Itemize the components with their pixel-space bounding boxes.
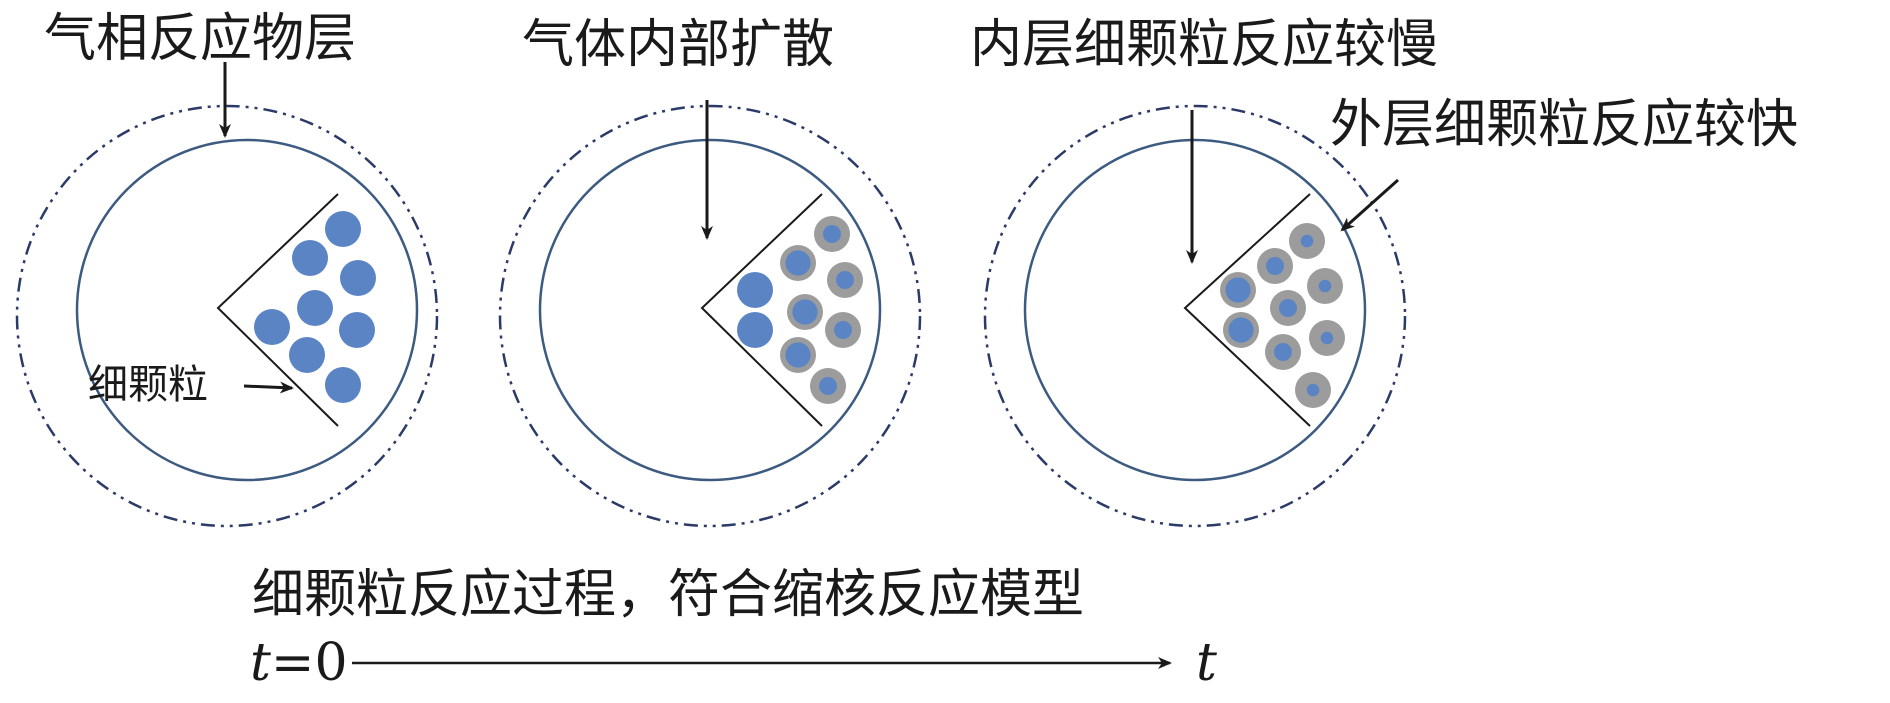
- gas-boundary-ring: [498, 104, 922, 528]
- fine-particle: [325, 367, 361, 403]
- caption-shrinking-core: 细颗粒反应过程，符合缩核反应模型: [252, 565, 1084, 625]
- fine-particle-unreacted-core: [1300, 234, 1314, 248]
- fine-particle-unreacted-core: [1318, 279, 1332, 293]
- fine-particle-unreacted-core: [1274, 343, 1292, 361]
- fine-particle: [292, 240, 328, 276]
- arrow-outer-fast: [1340, 178, 1399, 232]
- particle-group-stage-2: [737, 216, 863, 404]
- fine-particle-unreacted-core: [823, 225, 841, 243]
- fine-particle: [297, 290, 333, 326]
- fine-particle: [340, 260, 376, 296]
- pellet-stage-3: [983, 104, 1407, 528]
- fine-particle-unreacted-core: [1228, 317, 1254, 343]
- time-start-val: 0: [314, 633, 347, 693]
- gas-boundary-ring: [15, 104, 439, 528]
- pellet-outline: [538, 138, 882, 482]
- fine-particle: [737, 272, 773, 308]
- time-axis-start: t=0: [250, 633, 348, 693]
- fine-particle-unreacted-core: [785, 250, 811, 276]
- label-gas-internal-diffusion: 气体内部扩散: [522, 15, 834, 75]
- fine-particle-unreacted-core: [1306, 383, 1320, 397]
- fine-particle-unreacted-core: [1266, 257, 1284, 275]
- pellet-sector-wedge: [216, 193, 339, 427]
- label-gas-reactant-layer: 气相反应物层: [44, 9, 356, 69]
- particle-group-stage-1: [254, 211, 376, 403]
- fine-particle: [289, 337, 325, 373]
- pellet-sector-wedge: [1183, 193, 1311, 427]
- fine-particle: [339, 312, 375, 348]
- fine-particle: [737, 312, 773, 348]
- pellet-stage-2: [498, 104, 922, 528]
- label-inner-particles-slow: 内层细颗粒反应较慢: [970, 15, 1438, 75]
- pellet-sector-wedge: [700, 193, 823, 427]
- time-end-var: t: [1196, 633, 1217, 693]
- fine-particle: [325, 211, 361, 247]
- fine-particle-unreacted-core: [836, 271, 854, 289]
- fine-particle-unreacted-core: [1320, 331, 1334, 345]
- fine-particle-unreacted-core: [792, 299, 818, 325]
- pellet-stage-1: [15, 104, 439, 528]
- fine-particle-unreacted-core: [1279, 299, 1297, 317]
- particle-group-stage-3: [1220, 223, 1345, 408]
- time-start-var: t: [250, 633, 271, 693]
- fine-particle-unreacted-core: [834, 321, 852, 339]
- gas-boundary-ring: [983, 104, 1407, 528]
- fine-particle-unreacted-core: [785, 342, 811, 368]
- fine-particle-unreacted-core: [819, 377, 837, 395]
- time-axis: t=0 t: [250, 633, 1217, 693]
- pellet-outline: [1023, 138, 1367, 482]
- pellet-outline: [75, 138, 419, 482]
- time-start-eq: =: [271, 633, 315, 693]
- label-fine-particle: 细颗粒: [88, 362, 208, 408]
- fine-particle-unreacted-core: [1225, 277, 1251, 303]
- label-outer-particles-fast: 外层细颗粒反应较快: [1330, 95, 1798, 155]
- arrow-fine-particle: [243, 381, 294, 394]
- fine-particle: [254, 309, 290, 345]
